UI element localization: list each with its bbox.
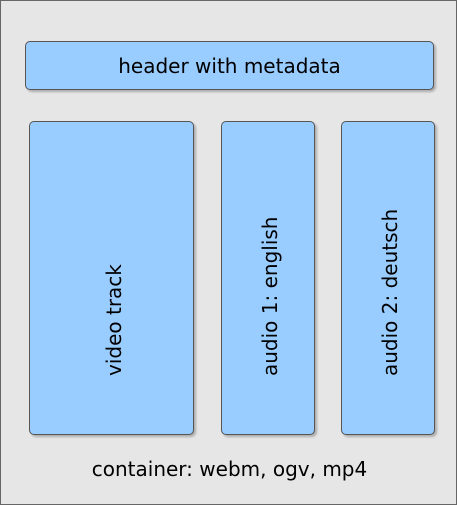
- metadata-header-label: header with metadata: [118, 53, 341, 78]
- video-track-box: video track: [29, 121, 194, 435]
- container-caption: container: webm, ogv, mp4: [91, 457, 368, 481]
- video-track-label: video track: [101, 264, 126, 376]
- metadata-header-box: header with metadata: [25, 41, 434, 90]
- audio-deutsch-track-box: audio 2: deutsch: [341, 121, 435, 435]
- audio-english-track-label: audio 1: english: [258, 216, 282, 376]
- audio-deutsch-track-label: audio 2: deutsch: [378, 208, 402, 376]
- audio-english-track-box: audio 1: english: [221, 121, 315, 435]
